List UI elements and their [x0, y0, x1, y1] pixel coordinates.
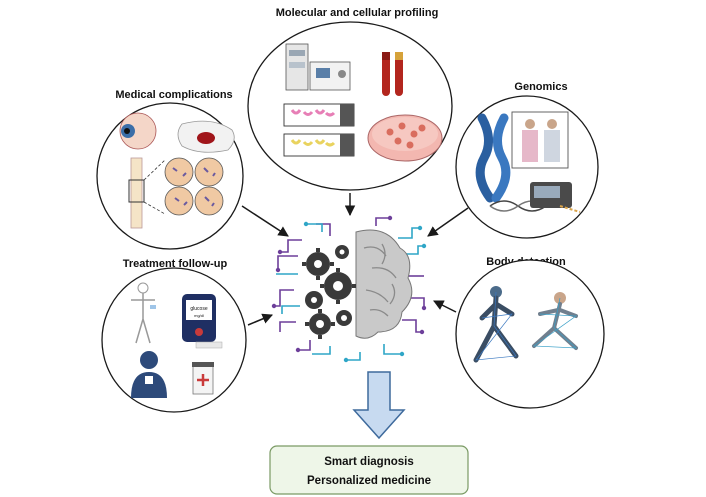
input-arrows [241, 193, 469, 326]
complications-node: Medical complications [96, 89, 244, 250]
treatment-node: Treatment follow-up glucose mg/dl [101, 258, 247, 413]
molecular-node: Molecular and cellular profiling [247, 7, 453, 191]
petri-dish-icon [367, 114, 443, 162]
lab-analyzer-icon [285, 43, 351, 91]
circuit-nodes [271, 215, 427, 363]
body-circle [455, 259, 605, 409]
output-line-1: Smart diagnosis [324, 456, 413, 468]
glucometer-icon: glucose mg/dl [182, 294, 223, 349]
doctor-icon [131, 351, 167, 398]
output-line-2: Personalized medicine [307, 475, 431, 487]
treatment-circle [101, 267, 247, 413]
pill-bottle-icon [192, 362, 214, 395]
output-box: Smart diagnosis Personalized medicine [269, 445, 469, 495]
genomics-node: Genomics [455, 81, 599, 239]
gel-plate-icon [283, 103, 355, 157]
arrow-body [433, 300, 457, 313]
gears-icon [302, 245, 356, 339]
treatment-label: Treatment follow-up [123, 258, 228, 270]
arrow-treatment [247, 313, 273, 326]
body-node: Body detection [455, 256, 605, 409]
bone-icon [128, 157, 166, 229]
human-body-icon [131, 282, 156, 344]
ai-brain-center [271, 215, 427, 363]
glucose-text: glucose [190, 306, 207, 312]
output-box-frame [269, 445, 469, 495]
chromosome-icon [475, 113, 511, 203]
unit-text: mg/dl [194, 313, 204, 318]
brain-icon [355, 229, 413, 339]
runner-icon [532, 292, 578, 350]
eye-icon [119, 112, 157, 150]
test-tubes-icon [382, 52, 403, 96]
sequencer-icon [530, 182, 581, 213]
arrow-genomics [427, 207, 469, 237]
circuit-lines [274, 217, 425, 361]
big-down-arrow [352, 371, 406, 440]
foot-icon [177, 120, 235, 153]
genomics-label: Genomics [514, 81, 567, 93]
cells-icon [164, 157, 224, 216]
molecular-label: Molecular and cellular profiling [276, 7, 439, 19]
complications-label: Medical complications [115, 89, 232, 101]
patient-icon [511, 111, 569, 169]
walker-icon [473, 286, 519, 363]
arrow-complications [241, 205, 289, 237]
